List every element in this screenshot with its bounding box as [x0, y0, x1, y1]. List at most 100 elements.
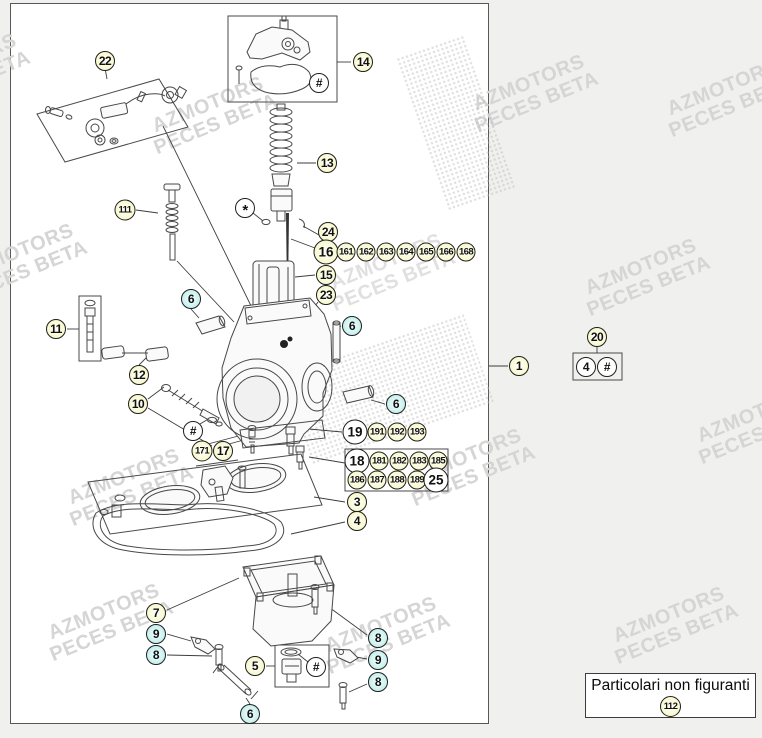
part-cable-clamp-9-left	[190, 636, 216, 655]
callout-20[interactable]: 20	[587, 327, 607, 347]
callout-23[interactable]: 23	[316, 285, 336, 305]
part-cable-clamp-9-right	[333, 648, 359, 664]
callout-label: 185	[430, 455, 446, 467]
callout-11[interactable]: 11	[46, 319, 66, 339]
callout-label: 7	[152, 606, 160, 620]
callout-label: 8	[374, 675, 382, 689]
leader-lines	[67, 61, 598, 705]
callout-168[interactable]: 168	[456, 242, 476, 262]
callout-4-2[interactable]: 4	[576, 357, 596, 377]
callout-8[interactable]: 8	[146, 645, 166, 665]
callout-188[interactable]: 188	[387, 470, 407, 490]
callout-label: #	[315, 76, 323, 90]
callout-6-3[interactable]: 6	[386, 394, 406, 414]
callout-18[interactable]: 18	[344, 448, 370, 474]
callout-19[interactable]: 19	[342, 419, 368, 445]
callout-label: 186	[349, 474, 365, 486]
part-bowl-gasket-4	[92, 503, 285, 556]
callout-label: 171	[194, 445, 210, 457]
callout-24[interactable]: 24	[318, 222, 338, 242]
callout-14[interactable]: 14	[353, 52, 373, 72]
callout-4[interactable]: 4	[347, 511, 367, 531]
callout-label: 6	[187, 292, 195, 306]
callout-label: 9	[152, 627, 160, 641]
callout-label: 25	[428, 472, 444, 488]
part-bowl-screw-8-left	[214, 644, 224, 672]
callout-6[interactable]: 6	[181, 289, 201, 309]
part-jets-18-19	[285, 426, 305, 470]
callout-label: 17	[216, 444, 230, 458]
callout-8-2[interactable]: 8	[368, 628, 388, 648]
callout-191[interactable]: 191	[367, 422, 387, 442]
callout-label: 183	[411, 455, 427, 467]
callout-25[interactable]: 25	[423, 467, 449, 493]
callout-17[interactable]: 17	[213, 441, 233, 461]
callout-183[interactable]: 183	[409, 451, 429, 471]
callout-112[interactable]: 112	[660, 696, 681, 717]
callout-hash-4[interactable]: #	[306, 657, 326, 677]
callout-22[interactable]: 22	[95, 51, 115, 71]
callout-9-2[interactable]: 9	[368, 650, 388, 670]
callout-181[interactable]: 181	[369, 451, 389, 471]
callout-label: 1	[515, 359, 523, 373]
part-tube-6-right	[332, 320, 341, 364]
part-air-screw-10	[161, 384, 223, 427]
callout-label: 18	[349, 453, 365, 469]
callout-label: 161	[338, 246, 354, 258]
callout-192[interactable]: 192	[387, 422, 407, 442]
callout-label: 111	[118, 204, 132, 216]
callout-hash[interactable]: #	[309, 73, 329, 93]
callout-label: 191	[369, 426, 385, 438]
callout-171[interactable]: 171	[191, 440, 213, 462]
callout-1[interactable]: 1	[509, 356, 529, 376]
callout-label: 165	[418, 246, 434, 258]
part-drain-screw-5	[280, 647, 302, 683]
callout-7[interactable]: 7	[146, 603, 166, 623]
callout-8-3[interactable]: 8	[368, 672, 388, 692]
callout-16[interactable]: 16	[313, 239, 339, 265]
callout-label: 8	[374, 631, 382, 645]
part-jet-6-left	[195, 315, 226, 335]
part-bowl-screw-8-top-right	[310, 584, 320, 615]
part-idle-screw-17	[247, 425, 257, 454]
missing-parts-label: Particolari non figuranti	[591, 677, 750, 694]
callout-12[interactable]: 12	[129, 365, 149, 385]
callout-3[interactable]: 3	[347, 492, 367, 512]
callout-label: *	[242, 201, 248, 219]
callout-15[interactable]: 15	[316, 265, 336, 285]
callout-label: 6	[392, 397, 400, 411]
callout-161[interactable]: 161	[336, 242, 356, 262]
part-bolt-11	[78, 295, 102, 362]
part-top-cover-14	[235, 15, 312, 95]
callout-13[interactable]: 13	[317, 153, 337, 173]
callout-6-4[interactable]: 6	[240, 704, 260, 724]
callout-111[interactable]: 111	[114, 199, 136, 221]
callout-5[interactable]: 5	[245, 656, 265, 676]
callout-label: 163	[378, 246, 394, 258]
callout-hash-2[interactable]: #	[183, 421, 203, 441]
callout-label: 13	[320, 156, 334, 170]
callout-163[interactable]: 163	[376, 242, 396, 262]
callout-166[interactable]: 166	[436, 242, 456, 262]
callout-label: #	[189, 424, 197, 438]
callout-label: 22	[98, 54, 112, 68]
callout-164[interactable]: 164	[396, 242, 416, 262]
callout-label: 4	[353, 514, 361, 528]
callout-label: 6	[246, 707, 254, 721]
callout-162[interactable]: 162	[356, 242, 376, 262]
callout-193[interactable]: 193	[407, 422, 427, 442]
callout-165[interactable]: 165	[416, 242, 436, 262]
callout-6-2[interactable]: 6	[342, 316, 362, 336]
callout-186[interactable]: 186	[347, 470, 367, 490]
callout-9[interactable]: 9	[146, 624, 166, 644]
callout-star[interactable]: *	[235, 198, 255, 219]
callout-label: 162	[358, 246, 374, 258]
callout-10[interactable]: 10	[128, 394, 148, 414]
callout-187[interactable]: 187	[367, 470, 387, 490]
callout-hash-3[interactable]: #	[597, 357, 617, 377]
callout-label: 9	[374, 653, 382, 667]
callout-label: 11	[50, 322, 62, 336]
callout-182[interactable]: 182	[389, 451, 409, 471]
